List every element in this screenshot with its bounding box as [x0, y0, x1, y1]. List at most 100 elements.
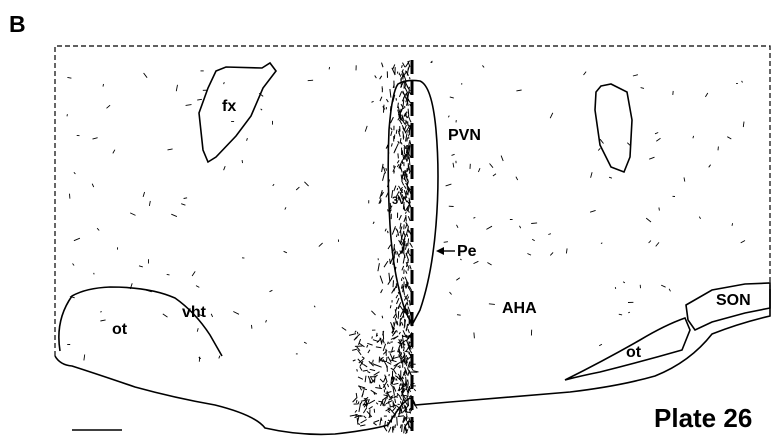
- fiber-mark: [584, 72, 587, 75]
- fiber-mark: [163, 314, 168, 317]
- fiber-mark: [398, 366, 401, 367]
- fiber-mark: [405, 243, 407, 250]
- fiber-mark: [192, 271, 195, 276]
- fiber-mark: [353, 398, 357, 402]
- fiber-mark: [396, 234, 397, 237]
- fiber-mark: [548, 234, 551, 235]
- fiber-mark: [743, 122, 744, 128]
- fiber-mark: [599, 344, 602, 346]
- fiber-mark: [378, 401, 381, 402]
- fiber-mark: [383, 167, 385, 174]
- fiber-mark: [390, 305, 391, 308]
- fiber-mark: [456, 278, 460, 281]
- fiber-mark: [406, 100, 407, 102]
- fiber-mark: [400, 223, 401, 229]
- fiber-mark: [407, 207, 408, 209]
- fiber-mark: [400, 312, 402, 317]
- fiber-mark: [375, 388, 382, 389]
- fiber-mark: [181, 204, 185, 206]
- fiber-mark: [408, 329, 410, 333]
- fiber-mark: [358, 377, 363, 379]
- fiber-mark: [224, 82, 225, 84]
- fiber-mark: [590, 210, 596, 212]
- fiber-mark: [361, 400, 368, 402]
- fiber-mark: [407, 168, 408, 172]
- fiber-mark: [727, 137, 731, 139]
- fiber-mark: [382, 190, 383, 193]
- fiber-mark: [408, 109, 409, 115]
- fiber-mark: [407, 234, 408, 237]
- fiber-mark: [386, 392, 392, 394]
- fiber-mark: [397, 164, 399, 167]
- fiber-mark: [176, 85, 177, 91]
- fiber-mark: [139, 266, 143, 267]
- fiber-mark: [395, 399, 396, 403]
- fiber-mark: [397, 298, 400, 304]
- fiber-mark: [732, 223, 733, 226]
- fiber-mark: [386, 168, 387, 171]
- label-ot-left: ot: [112, 321, 128, 338]
- fiber-mark: [370, 369, 375, 370]
- fiber-mark: [74, 238, 80, 241]
- fiber-mark: [457, 225, 459, 228]
- fiber-mark: [404, 125, 406, 131]
- fiber-mark: [405, 351, 410, 352]
- fiber-mark: [402, 322, 404, 326]
- label-aha: AHA: [502, 300, 537, 317]
- fiber-mark: [197, 328, 198, 332]
- fiber-mark: [402, 277, 404, 279]
- fornix-outline: [199, 63, 276, 162]
- fiber-mark: [401, 352, 402, 355]
- fiber-mark: [408, 324, 409, 326]
- fiber-mark: [359, 404, 361, 412]
- contralateral-fornix-outline: [595, 84, 632, 172]
- fiber-mark: [474, 261, 479, 263]
- fiber-mark: [396, 379, 397, 381]
- fiber-mark: [372, 101, 374, 102]
- pe-pointer-arrowhead: [436, 247, 444, 255]
- fiber-mark: [364, 364, 368, 367]
- fiber-mark: [374, 420, 379, 422]
- fiber-mark: [742, 81, 743, 83]
- fiber-mark: [669, 289, 670, 292]
- fiber-mark: [103, 84, 104, 87]
- fiber-mark: [270, 290, 273, 291]
- fiber-mark: [516, 177, 518, 180]
- fiber-mark: [473, 217, 475, 218]
- fiber-mark: [304, 342, 307, 343]
- fiber-mark: [402, 181, 404, 186]
- fiber-mark: [385, 229, 386, 232]
- fiber-mark: [314, 306, 315, 308]
- fiber-mark: [384, 261, 388, 267]
- fiber-mark: [405, 241, 406, 246]
- fiber-mark: [408, 382, 409, 388]
- fiber-mark: [406, 284, 407, 288]
- fiber-mark: [401, 142, 402, 144]
- fiber-mark: [371, 311, 375, 315]
- fiber-mark: [397, 321, 398, 325]
- panel-label: B: [9, 11, 26, 37]
- fiber-mark: [550, 113, 553, 118]
- fiber-mark: [375, 76, 377, 79]
- fiber-mark: [401, 391, 402, 394]
- fiber-mark: [391, 377, 392, 384]
- fiber-mark: [400, 425, 401, 429]
- fiber-mark: [365, 376, 366, 383]
- fiber-mark: [266, 320, 267, 322]
- fiber-mark: [380, 379, 383, 382]
- fiber-mark: [393, 314, 395, 318]
- fiber-mark: [171, 214, 177, 216]
- fiber-mark: [353, 360, 356, 361]
- fiber-mark: [741, 241, 745, 243]
- fiber-mark: [627, 143, 630, 146]
- fiber-mark: [233, 312, 239, 315]
- fiber-mark: [143, 192, 145, 197]
- label-vht: vht: [182, 304, 207, 321]
- fiber-mark: [387, 357, 388, 361]
- label-son: SON: [716, 292, 751, 309]
- fiber-mark: [699, 217, 700, 219]
- fiber-mark: [404, 217, 406, 222]
- fiber-mark: [393, 383, 398, 384]
- fiber-mark: [373, 360, 374, 363]
- fiber-mark: [386, 99, 388, 102]
